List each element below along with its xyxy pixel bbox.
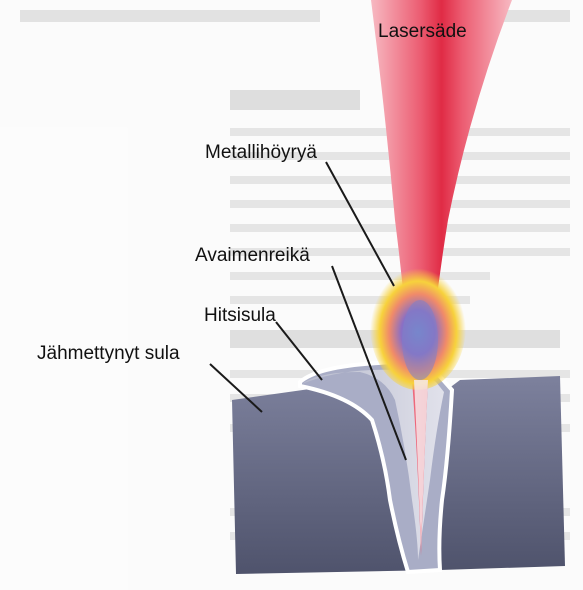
- plume-core: [402, 300, 438, 380]
- weld-pool-label: Hitsisula: [204, 306, 276, 325]
- workpiece-right: [440, 376, 565, 570]
- metal-vapor-label: Metallihöyryä: [205, 143, 317, 162]
- keyhole-label: Avaimenreikä: [195, 246, 310, 265]
- solidified-weld-label: Jähmettynyt sula: [37, 344, 180, 363]
- laser-beam-label: Lasersäde: [378, 22, 467, 41]
